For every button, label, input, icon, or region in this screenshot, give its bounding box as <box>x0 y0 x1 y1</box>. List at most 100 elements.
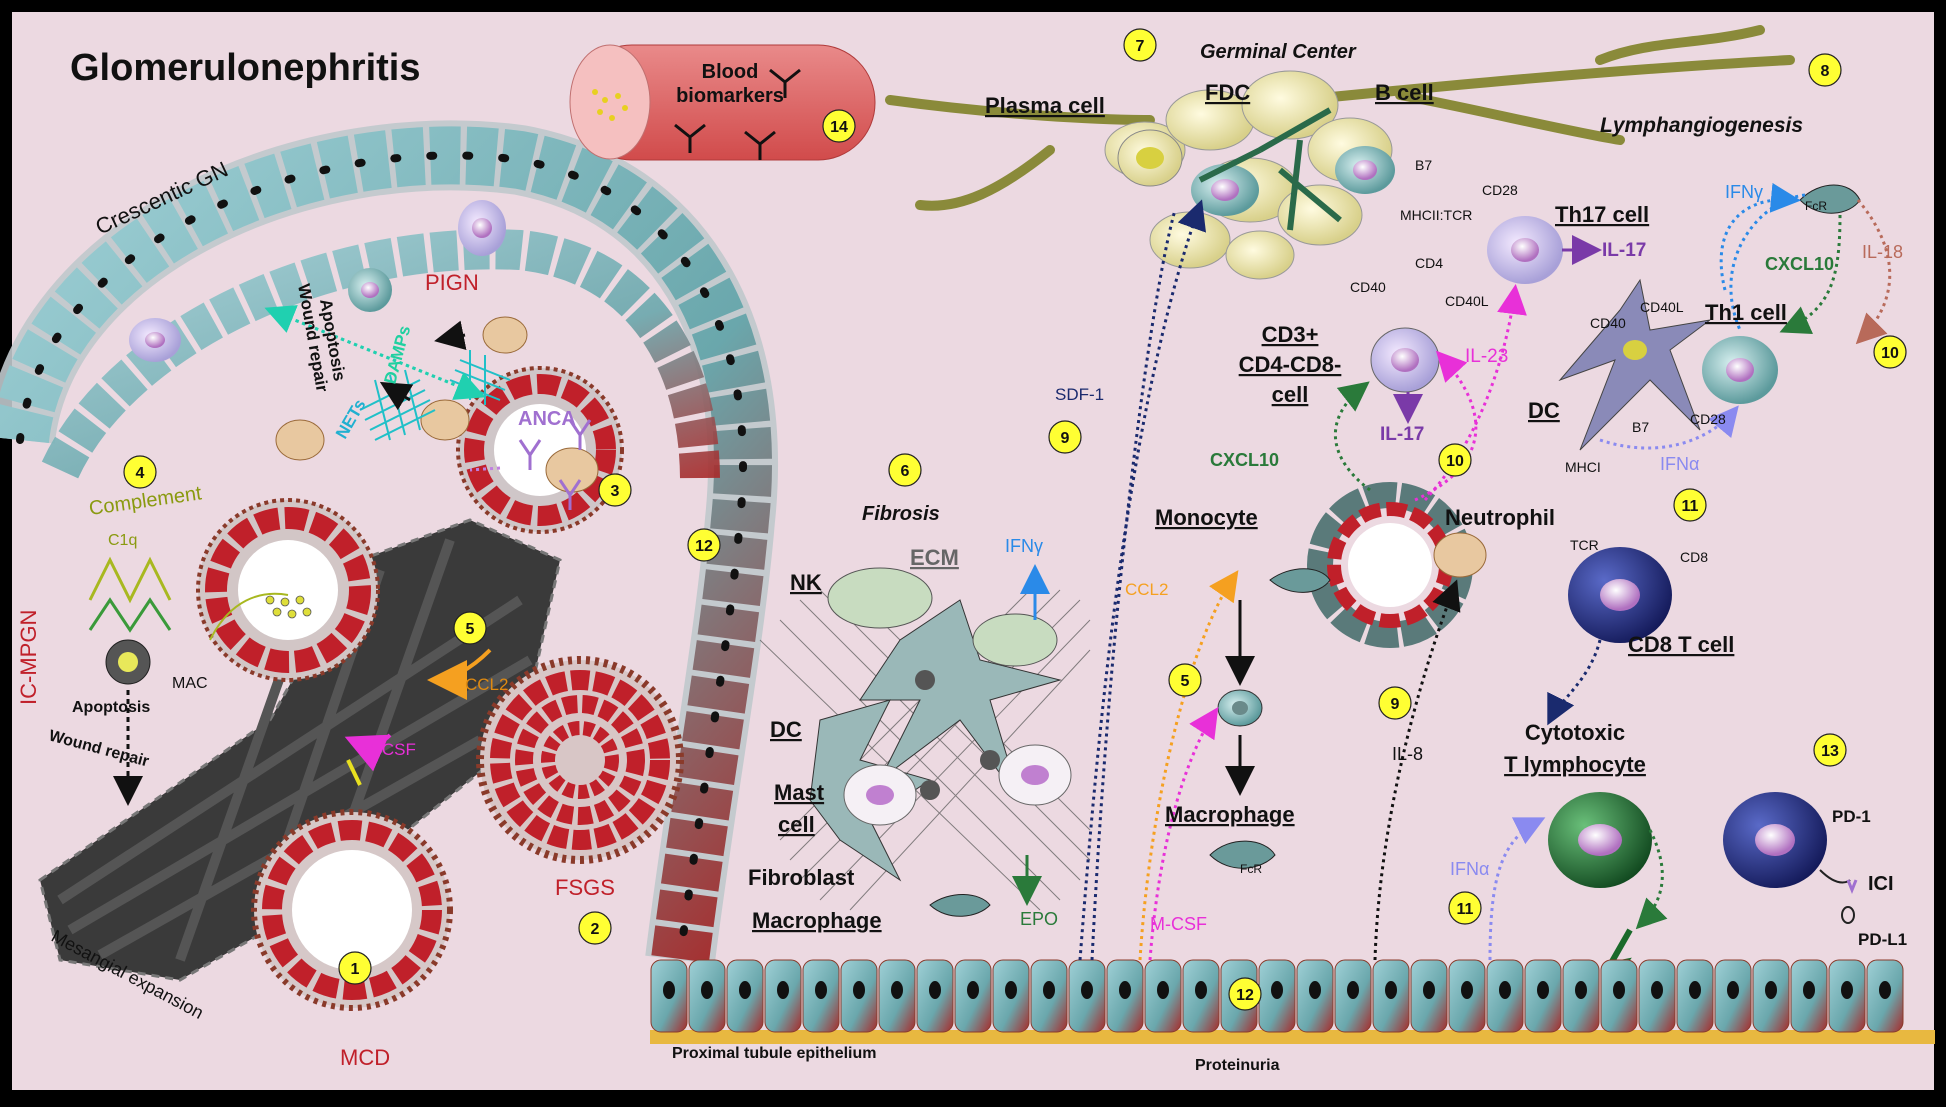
label-mac: MAC <box>172 675 208 692</box>
label-th1-cd28: CD28 <box>1690 411 1726 427</box>
number-badge: 8 <box>1808 53 1842 87</box>
label-il8: IL-8 <box>1392 744 1423 764</box>
label-th1-ifna: IFNα <box>1660 454 1699 474</box>
label-gc-cd28: CD28 <box>1482 182 1518 198</box>
label-dc-fibrosis: DC <box>770 717 802 742</box>
number-badge-label: 11 <box>1457 901 1474 918</box>
tubule-nucleus <box>1841 981 1853 999</box>
tubule-nucleus <box>1043 981 1055 999</box>
tubule-nucleus <box>815 981 827 999</box>
pd1-cell <box>1723 792 1858 924</box>
number-badge-label: 5 <box>1181 673 1190 690</box>
label-il23: IL-23 <box>1465 346 1508 367</box>
cd8-t-cell <box>1568 547 1672 643</box>
number-badge: 14 <box>822 109 856 143</box>
label-fibrosis-ifng: IFNγ <box>1005 536 1043 556</box>
proximal-tubule-epithelium <box>650 959 1935 1044</box>
number-badge-circle <box>687 528 721 562</box>
label-fdc: FDC <box>1205 80 1250 105</box>
label-pd1: PD-1 <box>1832 807 1871 826</box>
label-middle-ccl2: CCL2 <box>1125 580 1168 599</box>
tubule-nucleus <box>1765 981 1777 999</box>
c1q-complex <box>88 556 172 685</box>
tubule-nucleus <box>1005 981 1017 999</box>
number-badge-label: 4 <box>136 465 145 482</box>
label-monocyte: Monocyte <box>1155 505 1258 530</box>
label-ici: ICI <box>1868 873 1894 895</box>
label-th1-il18: IL-18 <box>1862 242 1903 262</box>
number-badge-label: 3 <box>611 483 620 500</box>
label-proteinuria: Proteinuria <box>1195 1057 1280 1074</box>
label-th1-b7: B7 <box>1632 419 1649 435</box>
number-badge-circle <box>1438 443 1472 477</box>
tubule-nucleus <box>1727 981 1739 999</box>
label-apoptosis-left: Apoptosis <box>72 699 150 716</box>
label-cd3-il17: IL-17 <box>1380 424 1424 445</box>
fibrosis-mesh <box>759 567 1091 917</box>
label-anca: ANCA <box>518 408 576 430</box>
number-badge: 12 <box>1228 977 1262 1011</box>
number-badge-circle <box>1808 53 1842 87</box>
label-fibroblast: Fibroblast <box>748 865 855 890</box>
label-pdl1: PD-L1 <box>1858 930 1907 949</box>
label-middle-m-csf: M-CSF <box>1150 914 1207 934</box>
number-badge: 5 <box>1168 663 1202 697</box>
number-badge-label: 6 <box>901 463 910 480</box>
number-badge-circle <box>578 911 612 945</box>
vessel-label-line2: biomarkers <box>676 85 784 107</box>
label-macrophage-middle: Macrophage <box>1165 802 1295 827</box>
arrows <box>113 182 1892 961</box>
number-badge: 13 <box>1813 733 1847 767</box>
label-ic-mpgn: IC-MPGN <box>16 610 41 705</box>
tubule-nucleus <box>1157 981 1169 999</box>
label-mast-line2: cell <box>778 812 815 837</box>
label-c1q: C1q <box>108 532 137 549</box>
number-badge: 9 <box>1378 686 1412 720</box>
tubule-nucleus <box>777 981 789 999</box>
label-cd3-line1: CD3+ <box>1262 322 1319 347</box>
tubule-nucleus <box>1575 981 1587 999</box>
label-th1-cd40l: CD40L <box>1640 299 1684 315</box>
label-gc-cd4: CD4 <box>1415 255 1443 271</box>
number-badge-circle <box>453 611 487 645</box>
number-badge: 12 <box>687 528 721 562</box>
tubule-nucleus <box>1195 981 1207 999</box>
label-th17-cell: Th17 cell <box>1555 202 1649 227</box>
dendritic-cell <box>1558 278 1711 451</box>
label-middle-fcr: FcR <box>1240 862 1262 876</box>
label-gc-mhcii-tcr: MHCII:TCR <box>1400 207 1472 223</box>
tubule-nucleus <box>663 981 675 999</box>
label-th1-ifng: IFNγ <box>1725 182 1763 202</box>
number-badge: 5 <box>453 611 487 645</box>
number-badge: 4 <box>123 455 157 489</box>
th17-cell <box>1487 216 1563 284</box>
number-badge-label: 2 <box>591 921 600 938</box>
label-cd3-line2: CD4-CD8- <box>1239 352 1342 377</box>
number-badge-circle <box>822 109 856 143</box>
number-badge-label: 10 <box>1881 345 1899 362</box>
plasma-cell <box>1117 129 1183 187</box>
label-cytotoxic-line2: T lymphocyte <box>1504 752 1646 777</box>
tubule-nucleus <box>891 981 903 999</box>
crescent-cells <box>129 200 506 362</box>
number-badge-label: 12 <box>695 538 713 555</box>
label-epo: EPO <box>1020 909 1058 929</box>
number-badge-circle <box>1673 488 1707 522</box>
number-badge-label: 12 <box>1236 987 1254 1004</box>
tubule-nucleus <box>853 981 865 999</box>
figure-title: Glomerulonephritis <box>70 47 420 89</box>
label-macrophage-fibrosis: Macrophage <box>752 908 882 933</box>
label-mcd: MCD <box>340 1045 390 1070</box>
germinal-center-cluster <box>1104 70 1395 280</box>
label-ccl2-left: CCL2 <box>465 675 508 694</box>
number-badge-label: 8 <box>1821 63 1830 80</box>
anca-antibodies <box>518 419 592 510</box>
tubule-nucleus <box>1423 981 1435 999</box>
number-badge: 6 <box>888 453 922 487</box>
tubule-nucleus <box>1537 981 1549 999</box>
th1-cell <box>1702 336 1778 404</box>
tubule-nucleus <box>1879 981 1891 999</box>
